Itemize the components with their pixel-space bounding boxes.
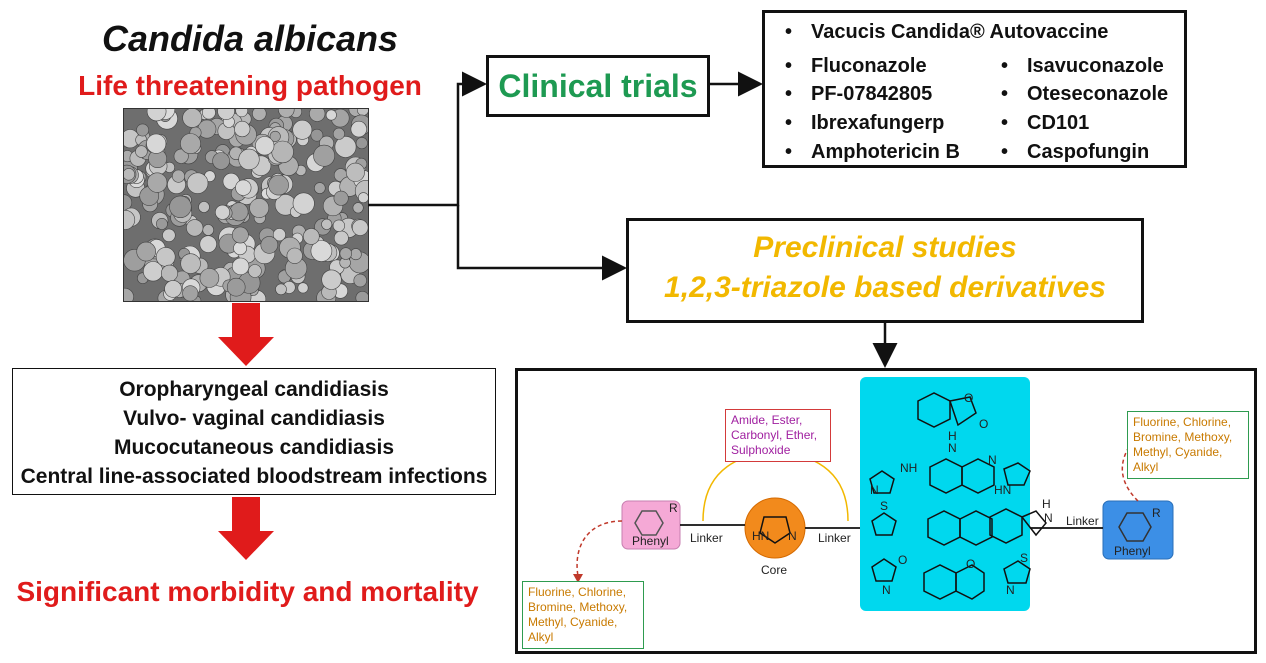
atom-o-1: O (964, 391, 974, 405)
atom-hn-pyrazole: HN (994, 483, 1012, 497)
core-circle (744, 497, 806, 559)
atom-h-indole: H (1042, 497, 1051, 511)
preclinical-box: Preclinical studies 1,2,3-triazole based… (626, 218, 1144, 323)
drug-item: Caspofungin (1001, 141, 1149, 164)
arrow-to-clinical (368, 71, 487, 207)
clinical-trials-label: Clinical trials (498, 68, 698, 104)
drug-item: PF-07842805 (785, 83, 932, 106)
atom-n-core: N (788, 529, 797, 543)
linker-label-right: Linker (818, 531, 851, 545)
linker-label-left: Linker (690, 531, 723, 545)
linker-substituents: Amide, Ester, Carbonyl, Ether, Sulphoxid… (725, 409, 831, 462)
drug-item: Amphotericin B (785, 141, 960, 164)
disease-item: Central line-associated bloodstream infe… (20, 465, 488, 488)
atom-s-thiazole: S (1020, 551, 1029, 565)
atom-o-chromane: O (966, 557, 976, 571)
clinical-drugs-box: Vacucis Candida® Autovaccine Fluconazole… (762, 10, 1187, 168)
right-phenyl-label: Phenyl (1114, 544, 1151, 558)
left-phenyl-label: Phenyl (632, 534, 669, 548)
outcome-label: Significant morbidity and mortality (16, 576, 479, 607)
pathogen-subtitle: Life threatening pathogen (78, 70, 422, 101)
preclinical-line1: Preclinical studies (753, 231, 1017, 264)
scheme-box: Amide, Ester, Carbonyl, Ether, Sulphoxid… (515, 368, 1257, 654)
atom-n-indole: N (1044, 511, 1053, 525)
right-sub-arc (1121, 440, 1139, 502)
heterocycle-panel (860, 377, 1030, 611)
clinical-trials-box: Clinical trials (486, 55, 710, 117)
arrow-to-preclinical (456, 205, 627, 281)
atom-h-1: H (948, 429, 957, 443)
disease-item: Mucocutaneous candidiasis (113, 436, 395, 459)
diseases-box: Oropharyngeal candidiasis Vulvo- vaginal… (12, 368, 496, 495)
candida-micrograph (123, 108, 369, 302)
atom-n-thiazole: N (1006, 583, 1015, 597)
atom-s-thiophene: S (880, 499, 889, 513)
red-arrow-down-1 (218, 303, 274, 366)
left-phenyl-ring (634, 510, 664, 536)
atom-n-triazole: N (870, 483, 879, 497)
disease-item: Oropharyngeal candidiasis (119, 378, 389, 401)
drug-item: Fluconazole (785, 55, 926, 78)
disease-item: Vulvo- vaginal candidiasis (123, 407, 385, 430)
preclinical-line2: 1,2,3-triazole based derivatives (664, 271, 1106, 304)
left-sub-arc (576, 520, 623, 577)
right-phenyl-ring (1118, 512, 1152, 542)
heterocycle-structures (869, 392, 1047, 600)
left-phenyl-substituents: Fluorine, Chlorine, Bromine, Methoxy, Me… (522, 581, 644, 649)
scheme-drawing (573, 377, 1174, 611)
atom-nh-triazole: NH (900, 461, 918, 475)
linker-label-far-right: Linker (1066, 514, 1099, 528)
species-title: Candida albicans (101, 18, 399, 59)
atom-n-oxazole: N (882, 583, 891, 597)
drug-item: Oteseconazole (1001, 83, 1168, 106)
atom-n-1: N (948, 441, 957, 455)
atom-o-oxazole: O (898, 553, 908, 567)
atom-o-2: O (979, 417, 989, 431)
atom-r-right: R (1152, 506, 1161, 520)
atom-n-2: N (988, 453, 997, 467)
atom-r-left: R (669, 501, 678, 515)
drug-item: Ibrexafungerp (785, 112, 944, 135)
triazole-ring (759, 516, 791, 544)
atom-hn-core: HN (752, 529, 770, 543)
red-arrow-down-2 (218, 497, 274, 560)
right-phenyl-substituents: Fluorine, Chlorine, Bromine, Methoxy, Me… (1127, 411, 1249, 479)
drug-item: CD101 (1001, 112, 1089, 135)
drug-vaccine: Vacucis Candida® Autovaccine (785, 21, 1108, 44)
core-label: Core (761, 563, 788, 577)
drug-item: Isavuconazole (1001, 55, 1164, 78)
